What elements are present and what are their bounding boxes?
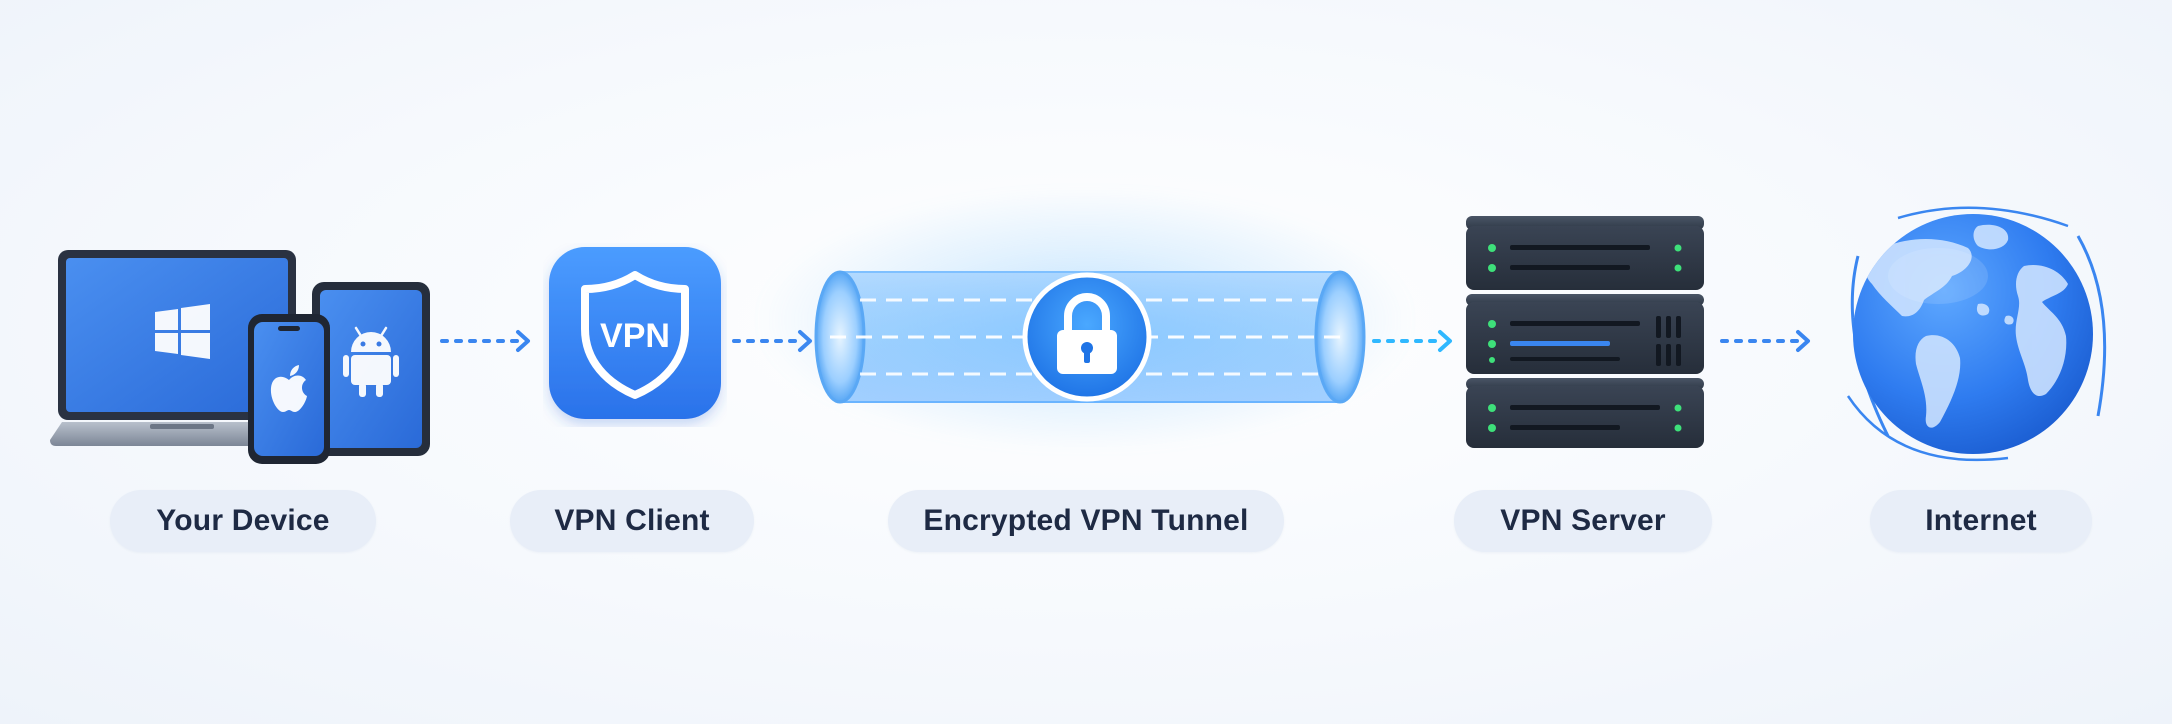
label-your-device: Your Device [110, 490, 376, 552]
label-your-device-text: Your Device [156, 504, 330, 537]
server-rack-icon [1466, 216, 1704, 448]
flow-arrow-server-to-internet [1720, 330, 1810, 352]
shield-icon [581, 271, 689, 399]
encrypted-tunnel [814, 270, 1366, 404]
label-vpn-client: VPN Client [510, 490, 754, 552]
vpn-client-app: VPN [549, 247, 721, 419]
vpn-badge-text: VPN [600, 317, 670, 355]
flow-arrow-device-to-client [440, 330, 530, 352]
label-internet: Internet [1870, 490, 2092, 552]
device-group [50, 250, 430, 464]
lock-icon [1022, 272, 1152, 402]
label-vpn-client-text: VPN Client [554, 504, 710, 537]
apple-logo-icon [270, 365, 307, 412]
flow-arrow-client-to-tunnel [732, 330, 812, 352]
label-encrypted-vpn-tunnel-text: Encrypted VPN Tunnel [923, 504, 1249, 537]
label-encrypted-vpn-tunnel: Encrypted VPN Tunnel [888, 490, 1284, 552]
android-logo-icon [343, 326, 399, 397]
label-vpn-server: VPN Server [1454, 490, 1712, 552]
label-internet-text: Internet [1925, 504, 2037, 537]
label-vpn-server-text: VPN Server [1500, 504, 1666, 537]
globe-icon [1846, 206, 2107, 462]
windows-logo-icon [155, 304, 210, 359]
flow-arrow-tunnel-to-server [1372, 330, 1452, 352]
